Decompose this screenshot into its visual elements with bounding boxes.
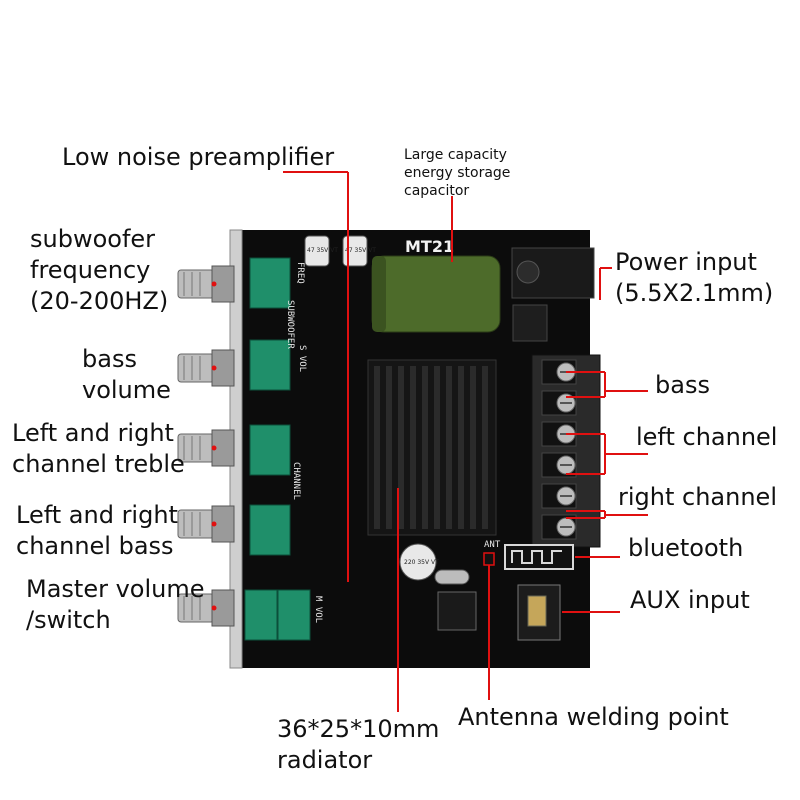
silk-freq: FREQ [295, 262, 305, 284]
large-capacitor [371, 255, 501, 333]
label-large-capacity-capacitor: Large capacity energy storage capacitor [404, 147, 511, 199]
pointer-dot [211, 445, 217, 451]
heatsink-fin [398, 366, 404, 529]
capacitor-small-1-label: 47 35V VT [307, 247, 338, 254]
heatsink-fin [458, 366, 464, 529]
silk-m-vol: M VOL [313, 596, 323, 623]
label-subwoofer-frequency: subwoofer frequency (20-200HZ) [30, 225, 169, 315]
knob-subwoofer-frequency [177, 265, 235, 303]
pot-bass-volume [249, 339, 291, 391]
knob-bass-volume [177, 349, 235, 387]
heatsink-fin [410, 366, 416, 529]
pointer-dot [211, 365, 217, 371]
label-bass: bass [655, 371, 710, 399]
aux-jack-contacts [527, 595, 547, 627]
capacitor-220 [399, 543, 437, 581]
label-left-right-treble: Left and right channel treble [12, 419, 185, 478]
label-bluetooth: bluetooth [628, 534, 744, 562]
label-bass-volume: bass volume [82, 345, 171, 404]
knob-treble [177, 429, 235, 467]
label-aux-input: AUX input [630, 586, 750, 614]
capacitor-220-label: 220 35V VT [404, 559, 439, 566]
label-master-volume: Master volume /switch [26, 575, 205, 634]
speaker-terminal-block [531, 354, 601, 548]
pot-master-left [244, 589, 278, 641]
crystal [434, 569, 470, 585]
label-left-right-bass: Left and right channel bass [16, 501, 178, 560]
heatsink-fin [422, 366, 428, 529]
pointer-lines [211, 171, 648, 712]
capacitor-small-1 [304, 235, 330, 267]
label-right-channel: right channel [618, 483, 777, 511]
label-antenna-welding-point: Antenna welding point [458, 703, 729, 731]
heatsink-fin [470, 366, 476, 529]
large-capacitor-cap [372, 256, 386, 332]
heatsink-fin [386, 366, 392, 529]
aux-jack [517, 584, 561, 641]
heatsink-fin [434, 366, 440, 529]
silk-channel: CHANNEL [291, 462, 301, 500]
silk-ant: ANT [484, 540, 501, 550]
pot-treble [249, 424, 291, 476]
pointer-dot [211, 521, 217, 527]
pot-master-right [277, 589, 311, 641]
power-jack-hole [516, 260, 540, 284]
antenna-pad [483, 552, 495, 566]
pointer-dot [211, 605, 217, 611]
capacitor-small-2-label: 47 35V VT [345, 247, 376, 254]
heatsink-fin [482, 366, 488, 529]
dsp-chip [437, 591, 477, 631]
bluetooth-module [504, 544, 574, 570]
silk-subwoofer: SUBWOOFER [285, 300, 295, 349]
board-model: MT21 [405, 237, 454, 256]
label-radiator: 36*25*10mm radiator [277, 715, 440, 774]
heatsink-fin [374, 366, 380, 529]
heatsink-fin [446, 366, 452, 529]
heatsink [367, 359, 497, 536]
label-power-input: Power input (5.5X2.1mm) [615, 248, 774, 307]
bluetooth-antenna-trace [511, 550, 562, 564]
pot-frequency [249, 257, 291, 309]
label-low-noise-preamplifier: Low noise preamplifier [62, 143, 335, 171]
inductor [512, 304, 548, 342]
pot-channel-bass [249, 504, 291, 556]
silk-s-vol: S VOL [297, 345, 307, 372]
pointer-dot [211, 281, 217, 287]
label-left-channel: left channel [636, 423, 778, 451]
knob-channel-bass [177, 505, 235, 543]
